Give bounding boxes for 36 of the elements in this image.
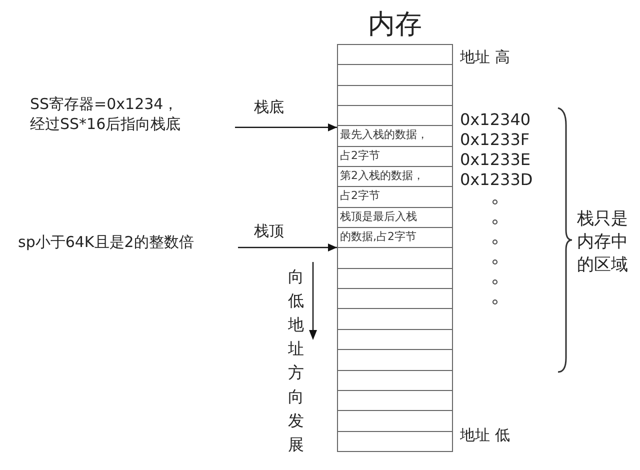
- empty-memory-cell: [337, 328, 453, 350]
- empty-memory-cell: [337, 308, 453, 330]
- empty-memory-cell: [337, 44, 453, 66]
- address-label: 地址 高: [460, 47, 510, 67]
- empty-memory-cell: [337, 430, 453, 452]
- address-label: 0x1233E: [460, 150, 530, 170]
- edge-label: 栈底: [254, 98, 284, 116]
- edge-label: 栈顶: [254, 222, 284, 240]
- title-text: 内存: [368, 8, 422, 42]
- empty-memory-cell: [337, 410, 453, 432]
- arrow: [238, 244, 337, 252]
- address-label: 0x12340: [460, 110, 531, 130]
- memory-column: [337, 8, 453, 452]
- address-label: 0x1233D: [460, 170, 533, 190]
- empty-memory-cell: [337, 349, 453, 370]
- memory-cell: 最先入栈的数据，: [337, 125, 453, 147]
- address-label: 0x1233F: [460, 130, 530, 150]
- empty-memory-cell: [337, 247, 453, 269]
- memory-cell: 占2字节: [337, 146, 453, 168]
- empty-memory-cell: [337, 370, 453, 391]
- arrow: [235, 123, 337, 132]
- empty-memory-cell: [337, 288, 453, 310]
- empty-memory-cell: [337, 84, 453, 106]
- direction-label: 向低地址方向发展: [288, 266, 304, 456]
- empty-memory-cell: [337, 64, 453, 86]
- empty-memory-cell: [337, 390, 453, 412]
- memory-cell: 第2入栈的数据，: [337, 166, 453, 188]
- memory-cell: 占2字节: [337, 186, 453, 208]
- empty-memory-cell: [337, 105, 453, 126]
- annotation-text: SS寄存器=0x1234，经过SS*16后指向栈底: [30, 94, 235, 134]
- memory-cell: 的数据,占2字节: [337, 227, 453, 248]
- empty-memory-cell: [337, 268, 453, 290]
- memory-cell: 栈顶是最后入栈: [337, 206, 453, 228]
- brace-label: 栈只是内存中的区域: [577, 208, 628, 277]
- annotation-text: sp小于64K且是2的整数倍: [18, 232, 238, 252]
- address-label: 地址 低: [460, 425, 510, 445]
